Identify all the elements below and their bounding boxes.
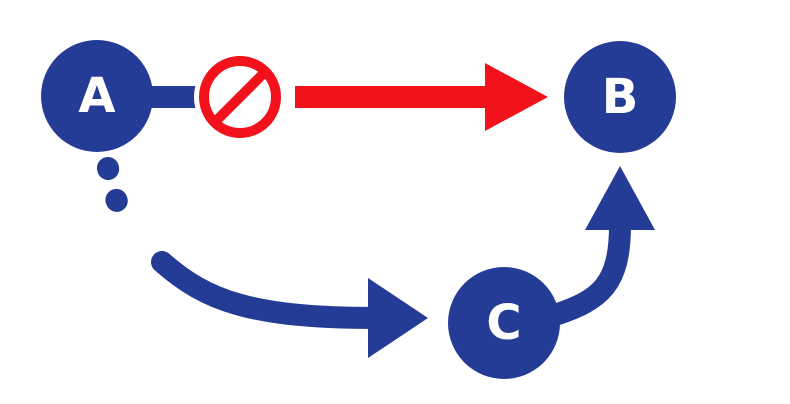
node-c-circle — [448, 267, 560, 379]
arrowhead-to-b — [585, 166, 655, 230]
arrow-a-to-c — [151, 251, 428, 358]
node-c-label: C — [486, 295, 521, 351]
dotted-path-segment — [97, 157, 139, 233]
node-a: A — [41, 40, 153, 152]
blocked-arrowhead — [485, 63, 548, 131]
curve-to-c — [151, 251, 386, 329]
node-c: C — [448, 267, 560, 379]
node-a-label: A — [78, 68, 115, 124]
prohibited-icon — [194, 51, 286, 143]
arrow-c-to-b — [544, 166, 655, 326]
blocked-arrow-a-to-b — [295, 63, 548, 131]
node-b: B — [564, 41, 676, 153]
node-a-circle — [41, 40, 153, 152]
node-b-circle — [564, 41, 676, 153]
curve-to-b — [544, 214, 631, 326]
node-b-label: B — [602, 69, 639, 125]
dotted-line — [97, 157, 139, 233]
arrowhead-to-c — [368, 278, 428, 358]
